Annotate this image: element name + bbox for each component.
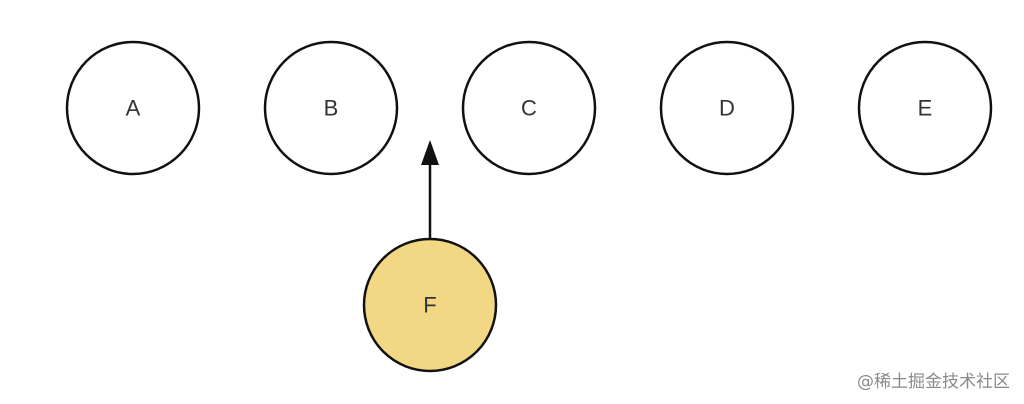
node-a: A bbox=[65, 40, 201, 176]
arrow-head-icon bbox=[421, 140, 439, 165]
node-f-circle bbox=[362, 237, 498, 373]
node-c-circle bbox=[461, 40, 597, 176]
node-a-label: A bbox=[126, 96, 141, 121]
node-a-circle bbox=[65, 40, 201, 176]
node-b-circle bbox=[263, 40, 399, 176]
node-d-circle bbox=[659, 40, 795, 176]
node-c: C bbox=[461, 40, 597, 176]
insertion-arrow bbox=[421, 140, 439, 240]
node-d-label: D bbox=[719, 96, 735, 121]
node-f: F bbox=[362, 237, 498, 373]
node-e-circle bbox=[857, 40, 993, 176]
node-e: E bbox=[857, 40, 993, 176]
node-e-label: E bbox=[918, 96, 933, 121]
node-b: B bbox=[263, 40, 399, 176]
node-c-label: C bbox=[521, 96, 537, 121]
node-b-label: B bbox=[324, 96, 339, 121]
watermark: @稀土掘金技术社区 bbox=[857, 372, 1010, 392]
node-f-label: F bbox=[423, 293, 436, 318]
node-d: D bbox=[659, 40, 795, 176]
